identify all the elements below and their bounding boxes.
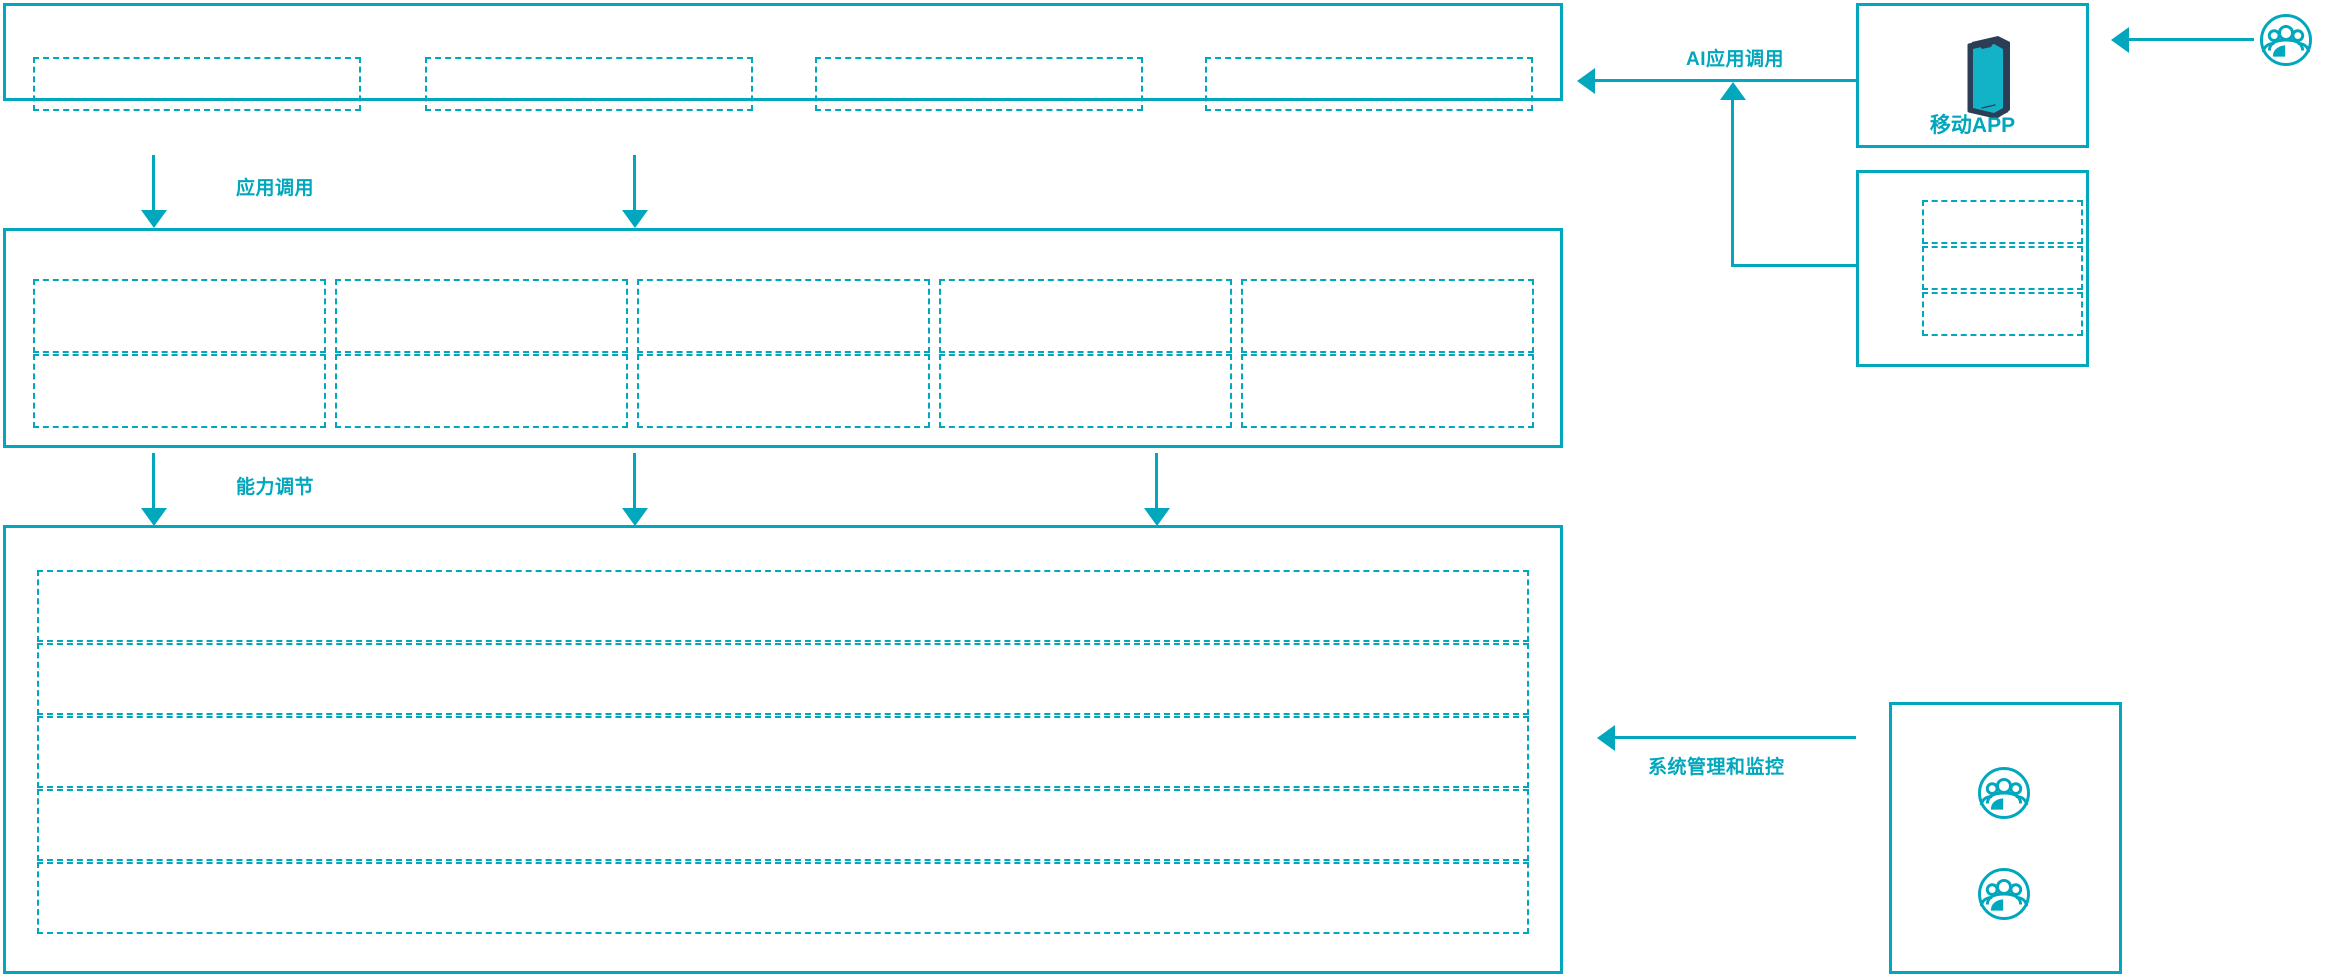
capability-arrow-line-1	[152, 453, 155, 511]
cap-3-2[interactable]	[637, 354, 930, 428]
platform-row-3[interactable]	[37, 716, 1529, 788]
app-invoke-arrow-head-right	[622, 210, 648, 228]
admin-user-group-icon-1	[1978, 767, 2030, 819]
cap-5-2[interactable]	[1241, 354, 1534, 428]
capability-layer	[3, 228, 1563, 448]
channel-slot-3[interactable]	[1922, 292, 2083, 336]
channel-connector-line	[1731, 264, 1856, 267]
system-monitor-label: 系统管理和监控	[1648, 757, 1785, 778]
platform-row-4[interactable]	[37, 789, 1529, 861]
cap-2-1[interactable]	[335, 279, 628, 353]
admin-user-group-icon-2	[1978, 868, 2030, 920]
platform-row-5[interactable]	[37, 862, 1529, 934]
external-user-arrow-line	[2129, 38, 2254, 41]
app-slot-3[interactable]	[815, 57, 1143, 111]
system-monitor-arrow-line	[1615, 736, 1856, 739]
application-layer	[3, 3, 1563, 101]
platform-row-1[interactable]	[37, 570, 1529, 642]
platform-row-2[interactable]	[37, 643, 1529, 715]
app-invoke-arrow-line-left	[152, 155, 155, 213]
external-user-arrow-head	[2111, 27, 2129, 53]
capability-adjust-label: 能力调节	[236, 477, 315, 498]
cap-1-1[interactable]	[33, 279, 326, 353]
ai-invoke-arrow-line	[1595, 79, 1856, 82]
app-invoke-label: 应用调用	[236, 178, 315, 199]
channel-up-arrow-line	[1731, 98, 1734, 266]
cap-5-1[interactable]	[1241, 279, 1534, 353]
capability-arrow-line-2	[633, 453, 636, 511]
app-slot-2[interactable]	[425, 57, 753, 111]
cap-4-2[interactable]	[939, 354, 1232, 428]
channel-slot-1[interactable]	[1922, 200, 2083, 244]
channel-slot-2[interactable]	[1922, 246, 2083, 290]
capability-arrow-line-3	[1155, 453, 1158, 511]
channel-up-arrow-head	[1720, 82, 1746, 100]
platform-layer	[3, 525, 1563, 974]
cap-3-1[interactable]	[637, 279, 930, 353]
cap-2-2[interactable]	[335, 354, 628, 428]
external-user-group-icon	[2260, 14, 2312, 66]
capability-arrow-head-1	[141, 508, 167, 526]
app-slot-4[interactable]	[1205, 57, 1533, 111]
mobile-app-caption: 移动APP	[1929, 114, 2016, 137]
cap-4-1[interactable]	[939, 279, 1232, 353]
admin-panel	[1889, 702, 2122, 974]
ai-invoke-arrow-head	[1577, 68, 1595, 94]
system-monitor-arrow-head	[1597, 725, 1615, 751]
app-invoke-arrow-head-left	[141, 210, 167, 228]
cap-1-2[interactable]	[33, 354, 326, 428]
ai-invoke-label: AI应用调用	[1686, 49, 1785, 70]
capability-arrow-head-3	[1144, 508, 1170, 526]
capability-arrow-head-2	[622, 508, 648, 526]
app-slot-1[interactable]	[33, 57, 361, 111]
smartphone-icon	[1967, 36, 2010, 119]
app-invoke-arrow-line-right	[633, 155, 636, 213]
